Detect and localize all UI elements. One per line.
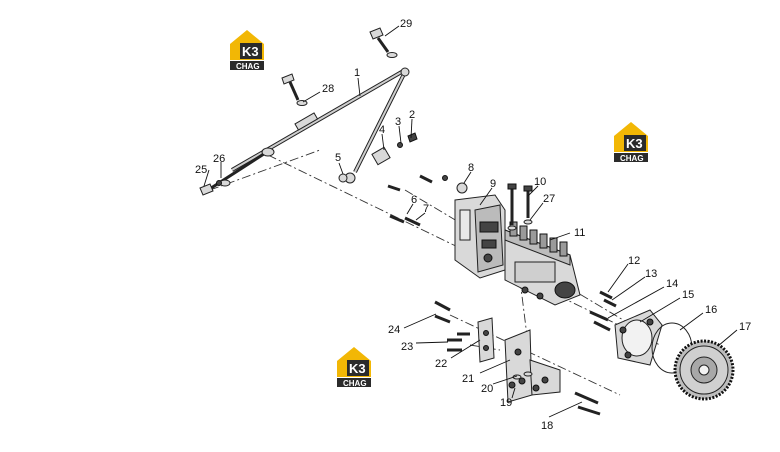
bolts-23 <box>447 332 470 352</box>
callout-labels: 1 2 3 4 5 6 7 8 9 10 11 12 13 14 15 16 1… <box>195 18 751 432</box>
bolt-18 <box>574 391 601 416</box>
pump-barrel <box>529 229 538 245</box>
callout-20: 20 <box>481 383 493 395</box>
callout-6: 6 <box>411 194 417 206</box>
brand-logo: K3 CHAG <box>614 122 648 163</box>
pump-barrel <box>549 237 558 253</box>
callout-5: 5 <box>335 152 341 164</box>
governor-housing-9 <box>454 194 506 279</box>
callout-15: 15 <box>682 289 694 301</box>
callout-19: 19 <box>500 397 512 409</box>
callout-18: 18 <box>541 420 553 432</box>
bracket-21 <box>504 329 561 403</box>
callout-12: 12 <box>628 255 640 267</box>
injection-pump-11 <box>504 221 581 306</box>
callout-9: 9 <box>490 178 496 190</box>
bolt-25 <box>199 180 222 196</box>
screw-13 <box>603 298 617 308</box>
screw-12 <box>599 290 613 300</box>
brand-logo: K3 CHAG <box>230 30 264 71</box>
screw-14 <box>589 310 611 332</box>
callout-24: 24 <box>388 324 400 336</box>
drive-gear-17 <box>673 339 735 401</box>
callout-8: 8 <box>468 162 474 174</box>
callout-21: 21 <box>462 373 474 385</box>
svg-text:K3: K3 <box>349 361 366 376</box>
control-rod-assembly <box>204 67 410 194</box>
callout-14: 14 <box>666 278 678 290</box>
svg-text:CHAG: CHAG <box>343 379 367 388</box>
svg-text:CHAG: CHAG <box>620 154 644 163</box>
pump-barrel <box>559 241 568 257</box>
bolts-24 <box>434 300 451 324</box>
bolt-29 <box>369 27 398 58</box>
callout-11: 11 <box>574 227 585 239</box>
svg-text:K3: K3 <box>242 44 259 59</box>
callout-7: 7 <box>423 203 429 215</box>
adapter-flange-15 <box>614 309 663 366</box>
leader-lines <box>203 25 738 418</box>
callout-13: 13 <box>645 268 657 280</box>
bolt-28 <box>281 73 308 106</box>
pin-8 <box>442 175 468 194</box>
callout-2: 2 <box>409 109 415 121</box>
callout-4: 4 <box>379 124 385 136</box>
callout-28: 28 <box>322 83 334 95</box>
brand-logo: K3 CHAG <box>337 347 371 388</box>
bracket-22 <box>477 317 495 363</box>
callout-10: 10 <box>534 176 546 188</box>
nut-5 <box>338 173 348 183</box>
callout-23: 23 <box>401 341 413 353</box>
callout-29: 29 <box>400 18 412 30</box>
callout-3: 3 <box>395 116 401 128</box>
callout-17: 17 <box>739 321 751 333</box>
washer-27 <box>507 219 533 231</box>
bolt-7 <box>404 174 433 227</box>
svg-text:CHAG: CHAG <box>236 62 260 71</box>
svg-text:K3: K3 <box>626 136 643 151</box>
bolt-10 <box>507 183 533 225</box>
callout-25: 25 <box>195 164 207 176</box>
callout-1: 1 <box>354 67 360 79</box>
callout-27: 27 <box>543 193 555 205</box>
callout-22: 22 <box>435 358 447 370</box>
nuts-19 <box>508 377 540 392</box>
callout-16: 16 <box>705 304 717 316</box>
pump-barrel <box>519 225 528 241</box>
ball-joint-4 <box>371 132 418 166</box>
pump-barrel <box>539 233 548 249</box>
bolt-6 <box>387 184 405 224</box>
callout-26: 26 <box>213 153 225 165</box>
